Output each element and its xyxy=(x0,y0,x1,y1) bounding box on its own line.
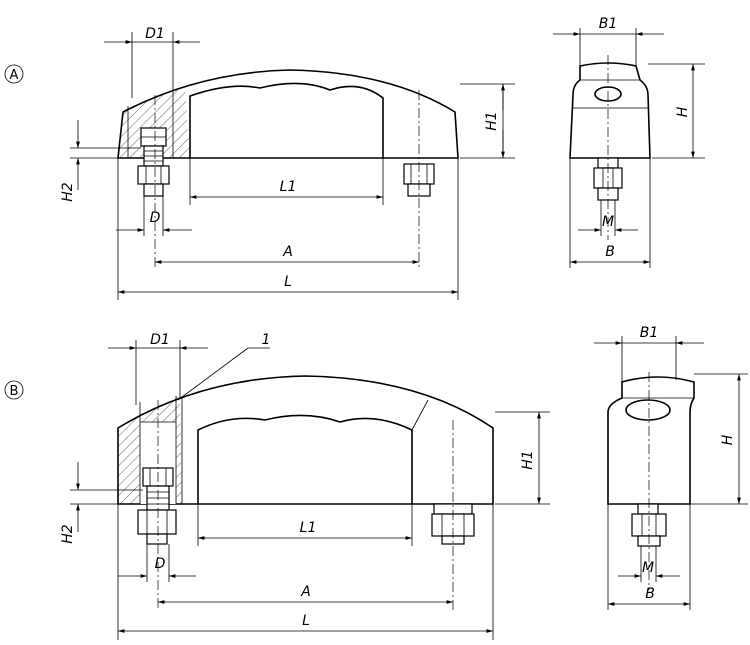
variant-a-side-view: B1 H M B xyxy=(553,16,705,268)
dim-b-l1: L1 xyxy=(300,520,317,536)
dim-b-h1: H1 xyxy=(520,450,536,469)
variant-a: A xyxy=(4,16,705,300)
dim-a-h2: H2 xyxy=(60,182,76,202)
dim-a-a: A xyxy=(282,244,293,260)
variant-a-label: A xyxy=(4,64,24,84)
dim-a-d1: D1 xyxy=(145,26,165,42)
dim-b-b: B xyxy=(645,586,655,602)
dim-a-m: M xyxy=(602,214,614,230)
dim-b-d1: D1 xyxy=(150,332,170,348)
dim-a-d: D xyxy=(150,210,161,226)
variant-b-label: B xyxy=(4,380,24,400)
dim-b-b1: B1 xyxy=(640,325,659,341)
variant-b-letter: B xyxy=(10,384,19,399)
dim-b-h2: H2 xyxy=(60,524,76,544)
dim-b-d: D xyxy=(155,556,166,572)
variant-a-front-view: D1 H1 H2 D L1 xyxy=(60,26,515,300)
variant-a-letter: A xyxy=(10,68,19,83)
dim-a-h: H xyxy=(675,106,691,117)
dim-a-b: B xyxy=(605,244,615,260)
callout-1: 1 xyxy=(262,332,271,348)
variant-b-front-view: 1 D1 H1 H2 D xyxy=(60,332,550,640)
dim-b-h: H xyxy=(720,434,736,445)
dim-a-l1: L1 xyxy=(280,179,297,195)
variant-b: B xyxy=(4,325,748,640)
dim-b-l: L xyxy=(302,613,310,629)
dim-a-b1: B1 xyxy=(599,16,618,32)
dim-b-m: M xyxy=(642,560,654,576)
variant-b-side-view: B1 H M B xyxy=(594,325,748,610)
dim-a-h1: H1 xyxy=(484,111,500,130)
dim-a-l: L xyxy=(284,274,292,290)
dim-b-a: A xyxy=(300,584,311,600)
